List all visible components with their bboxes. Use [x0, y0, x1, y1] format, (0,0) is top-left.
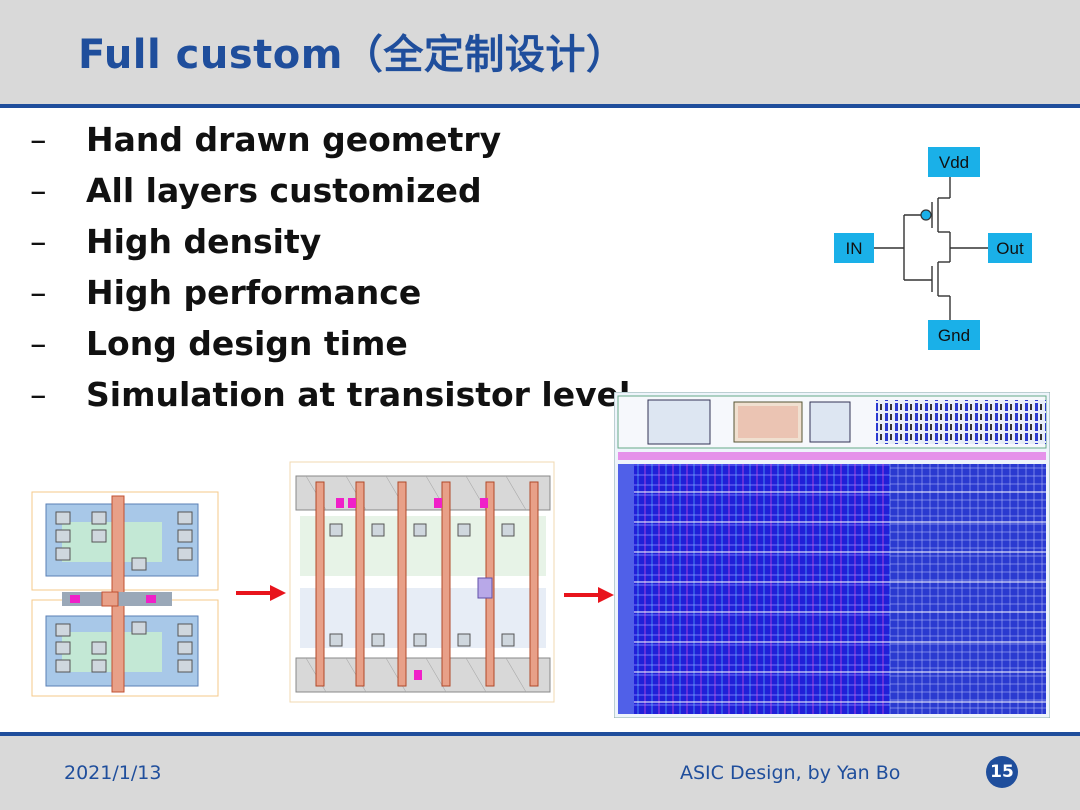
vdd-label-box: [928, 147, 980, 177]
gnd-label: Gnd: [938, 326, 970, 345]
title-divider: [0, 104, 1080, 108]
bullet-item: –High density: [30, 222, 630, 273]
footer-date: 2021/1/13: [64, 762, 162, 784]
chip-layout-image: [614, 392, 1050, 718]
bullet-text: Simulation at transistor level: [86, 375, 631, 414]
bullet-text: Hand drawn geometry: [86, 120, 502, 159]
bullet-item: –All layers customized: [30, 171, 630, 222]
in-label-box: [834, 233, 874, 263]
inversion-bubble: [920, 209, 932, 221]
bullet-text: High density: [86, 222, 322, 261]
bullet-marker: –: [30, 120, 47, 159]
footer-divider: [0, 732, 1080, 736]
bullet-marker: –: [30, 222, 47, 261]
title-bar: [0, 0, 1080, 104]
vdd-label: Vdd: [939, 153, 969, 172]
footer-credit: ASIC Design, by Yan Bo: [680, 762, 901, 784]
slide-title: Full custom（全定制设计）: [78, 32, 627, 78]
footer-bar: [0, 736, 1080, 810]
in-label: IN: [846, 239, 863, 258]
bullet-text: All layers customized: [86, 171, 482, 210]
cell-row-layout-image: [286, 458, 558, 706]
bullet-marker: –: [30, 375, 47, 414]
bullet-item: –Simulation at transistor level: [30, 375, 630, 426]
inverter-schematic: Vdd IN Out Gnd: [834, 147, 1032, 350]
bullet-marker: –: [30, 324, 47, 363]
out-label: Out: [996, 239, 1024, 258]
bullet-text: Long design time: [86, 324, 408, 363]
page-number-badge: 15: [986, 756, 1018, 788]
bullet-item: –Long design time: [30, 324, 630, 375]
out-label-box: [988, 233, 1032, 263]
bullet-item: –Hand drawn geometry: [30, 120, 630, 171]
bullet-item: –High performance: [30, 273, 630, 324]
bullet-text: High performance: [86, 273, 422, 312]
arrow-icon: [236, 585, 286, 601]
bullet-marker: –: [30, 273, 47, 312]
gnd-label-box: [928, 320, 980, 350]
arrow-icon: [564, 587, 614, 603]
bullet-list: –Hand drawn geometry –All layers customi…: [30, 120, 630, 426]
bullet-marker: –: [30, 171, 47, 210]
inverter-layout-image: [18, 482, 230, 704]
